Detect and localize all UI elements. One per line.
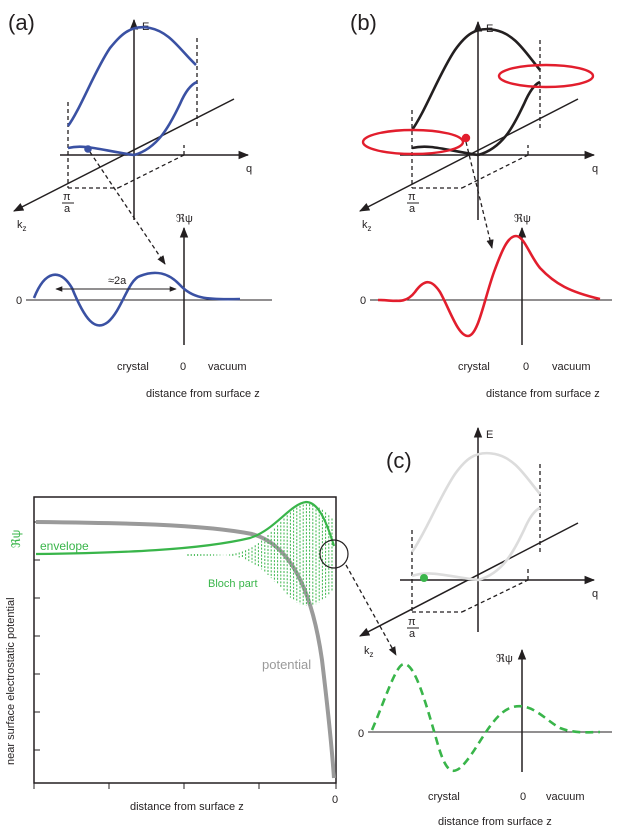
b-vacuum-label: vacuum: [552, 361, 591, 373]
c-vacuum-label: vacuum: [546, 791, 585, 803]
b-kz-axis: [359, 98, 579, 212]
a-wavefunction: [32, 271, 241, 327]
c-potential-label: potential: [262, 657, 311, 672]
panel-a: (a) E q kz π a ℜψ 0 ≈2a crystal 0: [8, 10, 272, 400]
b-dash-diagonal: [461, 154, 529, 189]
b-q-label: q: [592, 163, 598, 175]
c-pi-label: π: [408, 616, 416, 628]
a-vacuum-label: vacuum: [208, 361, 247, 373]
c-a-label: a: [409, 628, 416, 640]
c-lower-band: [411, 506, 541, 582]
c-dash-diagonal: [461, 579, 529, 613]
panel-c-label: (c): [386, 448, 412, 473]
c-distance-label: distance from surface z: [130, 801, 244, 813]
a-dash-diagonal: [117, 154, 185, 189]
c-x-ticks: [33, 783, 337, 789]
a-kz-label: kz: [17, 219, 27, 233]
b-distance-label: distance from surface z: [486, 388, 600, 400]
c-crystal-label: crystal: [428, 791, 460, 803]
b-a-label: a: [409, 203, 416, 215]
c-y-ticks: [34, 521, 40, 751]
b-state-marker: [461, 133, 471, 143]
panel-b-label: (b): [350, 10, 377, 35]
c-upper-band: [410, 451, 541, 553]
c-zoom-circle: [319, 539, 349, 569]
c-bloch-oscillations: [187, 504, 333, 606]
c-kz-label: kz: [364, 645, 374, 659]
c-envelope-curve: [35, 500, 336, 556]
c-zero-x-label-inset: 0: [520, 791, 526, 803]
c-bloch-label: Bloch part: [208, 578, 258, 590]
a-dashed-arrow: [89, 151, 166, 265]
c-distance-label-inset: distance from surface z: [438, 816, 552, 828]
b-zero-label: 0: [360, 295, 366, 307]
b-dashed-arrow: [465, 141, 494, 249]
c-ylabel: near surface electrostatic potential: [5, 597, 17, 765]
b-crystal-label: crystal: [458, 361, 490, 373]
c-wavefunction: [370, 662, 601, 773]
a-q-label: q: [246, 163, 252, 175]
c-potential-curve: [35, 520, 336, 779]
a-a-label: a: [64, 203, 71, 215]
c-plot-frame: [33, 496, 337, 784]
c-repsi-label: ℜψ: [9, 530, 23, 548]
c-dashed-arrow: [345, 564, 397, 656]
b-pi-label: π: [408, 191, 416, 203]
b-kz-label: kz: [362, 219, 372, 233]
a-state-marker: [84, 145, 92, 153]
a-crystal-label: crystal: [117, 361, 149, 373]
panel-b: (b) E q kz π a ℜψ 0 crystal 0 vacuum dis…: [350, 10, 612, 400]
a-zero-label: 0: [16, 295, 22, 307]
c-q-label: q: [592, 588, 598, 600]
b-left-ring: [361, 128, 465, 156]
c-state-marker: [420, 574, 428, 582]
c-zero-label: 0: [358, 728, 364, 740]
a-pi-label: π: [63, 191, 71, 203]
b-zero-x-label: 0: [523, 361, 529, 373]
a-upper-band: [66, 25, 197, 127]
c-zero-x-label: 0: [332, 794, 338, 806]
a-lower-band: [67, 80, 198, 157]
a-distance-label: distance from surface z: [146, 388, 260, 400]
b-wavefunction: [377, 234, 601, 338]
c-envelope-label: envelope: [40, 539, 89, 553]
a-wavelength-label: ≈2a: [108, 275, 127, 287]
a-zero-x-label: 0: [180, 361, 186, 373]
b-lower-band: [411, 80, 541, 157]
b-right-ring: [497, 63, 595, 89]
c-repsi-axis-label: ℜψ: [496, 653, 513, 665]
b-repsi-label: ℜψ: [514, 213, 531, 225]
panel-a-label: (a): [8, 10, 35, 35]
b-upper-band: [410, 27, 541, 131]
panel-c: (c) 0 distance from surface z near surfa…: [5, 426, 612, 828]
a-repsi-label: ℜψ: [176, 213, 193, 225]
c-energy-label: E: [486, 429, 493, 441]
